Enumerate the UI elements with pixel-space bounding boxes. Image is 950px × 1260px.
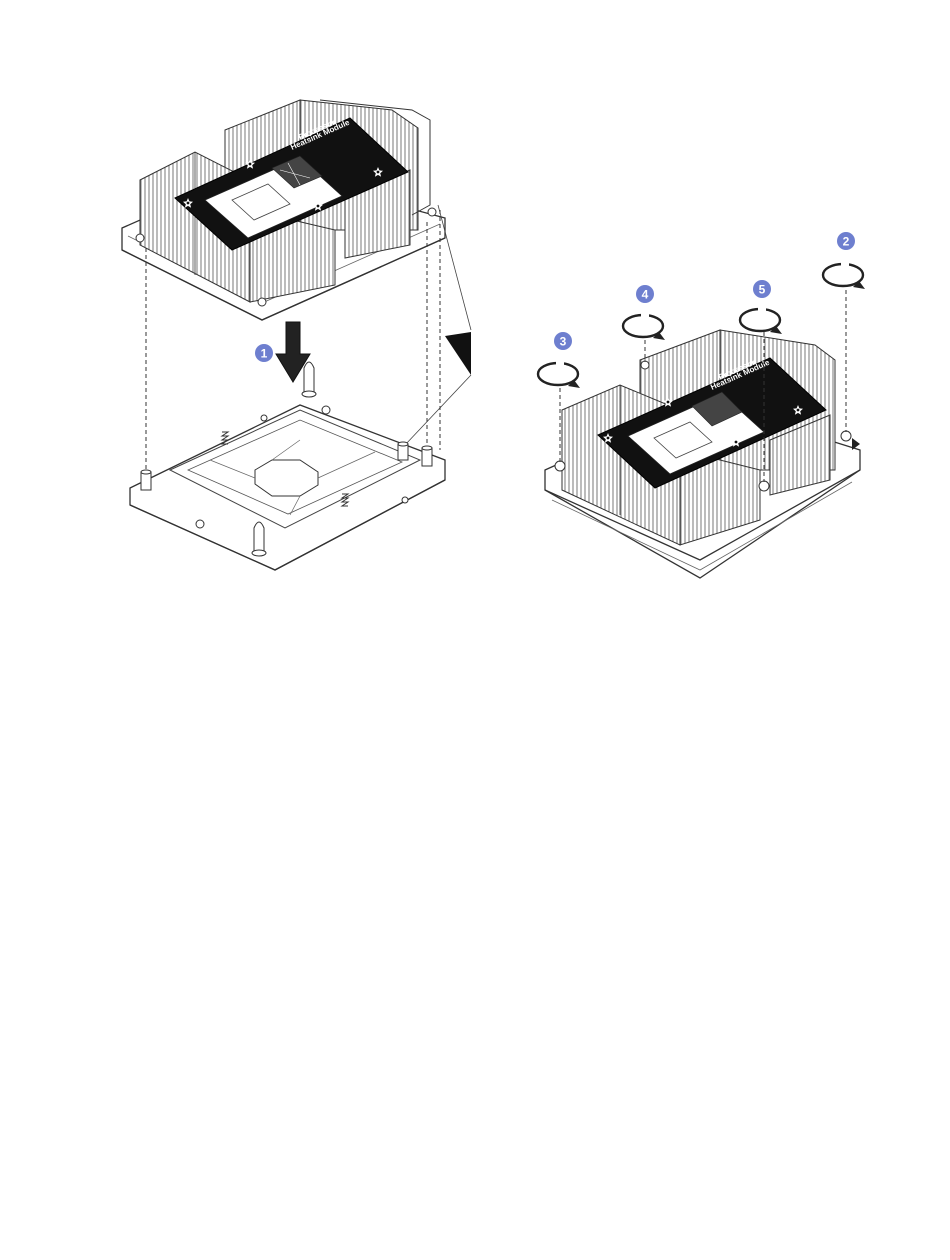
heatsink-module-left: Processor Heatsink Module (122, 100, 445, 320)
processor-socket (130, 362, 445, 570)
heatsink-module-right: Processor Heatsink Module (545, 330, 860, 578)
callout-4-label: 4 (642, 288, 649, 302)
callout-3-label: 3 (560, 335, 567, 349)
callout-1-label: 1 (261, 347, 268, 361)
left-assembly: Processor Heatsink Module 1 (122, 100, 471, 570)
right-assembly: Processor Heatsink Module 2 3 4 5 (538, 232, 865, 578)
clockwise-rotation-icon (823, 262, 865, 289)
clockwise-rotation-icon (623, 313, 665, 340)
callout-2-label: 2 (843, 235, 850, 249)
clockwise-rotation-icon (538, 361, 580, 388)
clockwise-rotation-icon (740, 307, 782, 334)
triangle-pointer-icon (445, 332, 471, 375)
callout-5-label: 5 (759, 283, 766, 297)
